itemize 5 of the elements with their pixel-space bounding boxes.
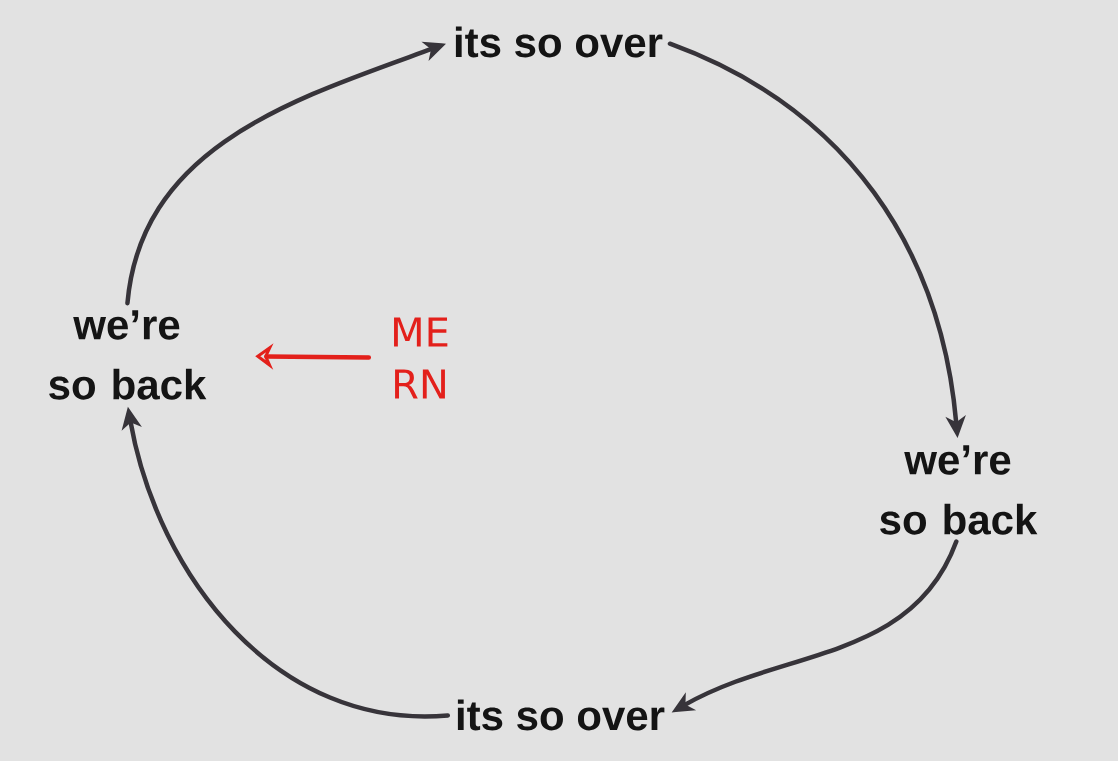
- node-label: its so over: [457, 699, 665, 731]
- node-label: its so over: [455, 26, 663, 58]
- node-label: we’re so back: [880, 445, 1038, 535]
- node-label: we’re so back: [49, 310, 207, 400]
- handwritten-note: ME RN: [394, 317, 448, 399]
